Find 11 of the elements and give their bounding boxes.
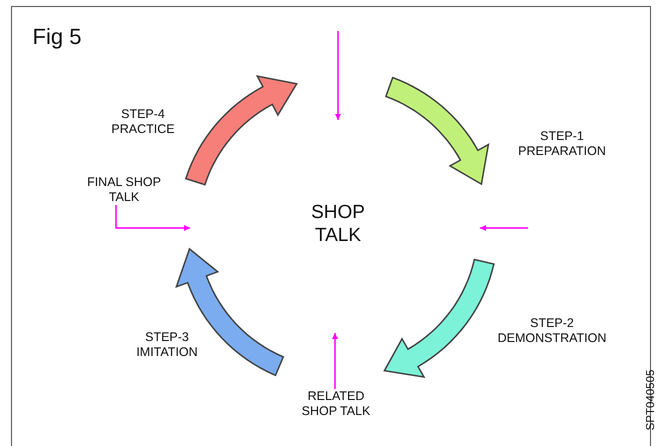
step-label: STEP-2 DEMONSTRATION <box>496 316 608 346</box>
text-label: FINAL SHOP TALK <box>80 175 168 205</box>
arrow <box>115 205 190 231</box>
step-label: STEP-1 PREPARATION <box>517 129 607 159</box>
step-label: STEP-4 PRACTICE <box>110 107 176 137</box>
arrow <box>332 333 338 389</box>
figure-code: SPT040505 <box>645 370 658 430</box>
center-label: SHOP TALK <box>310 202 366 248</box>
step-label: STEP-3 IMITATION <box>135 330 199 360</box>
figure-title: Fig 5 <box>32 24 82 50</box>
text-label: RELATED SHOP TALK <box>299 389 373 419</box>
